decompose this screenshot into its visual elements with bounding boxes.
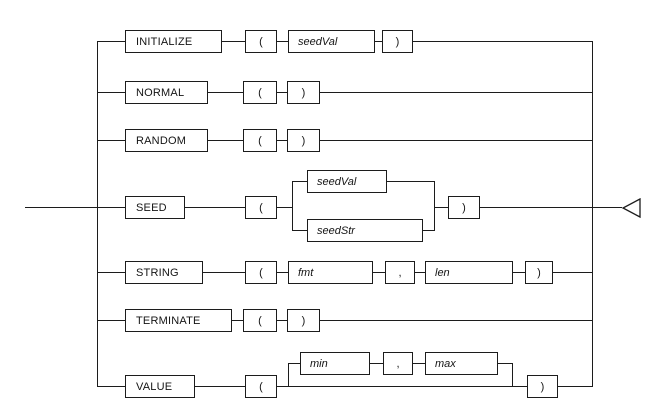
connector-line xyxy=(513,272,525,273)
close-paren-box: ) xyxy=(527,375,558,398)
open-paren-box: ( xyxy=(245,261,277,284)
keyword-box-terminate: TERMINATE xyxy=(125,309,232,332)
option-down-line xyxy=(512,363,513,387)
connector-line xyxy=(413,363,425,364)
connector-line xyxy=(195,386,245,387)
keyword-box-normal: NORMAL xyxy=(125,81,208,104)
connector-line xyxy=(185,207,245,208)
connector-line xyxy=(292,181,307,182)
close-paren-box: ) xyxy=(287,309,320,332)
param-box-seedval: seedVal xyxy=(288,30,375,53)
connector-line xyxy=(370,363,383,364)
connector-line xyxy=(320,140,592,141)
open-paren-box: ( xyxy=(243,129,277,152)
connector-line xyxy=(320,92,592,93)
close-paren-box: ) xyxy=(287,129,320,152)
connector-line xyxy=(97,320,125,321)
connector-line xyxy=(434,207,448,208)
param-box-seedval-alt: seedVal xyxy=(307,170,387,193)
exit-line xyxy=(480,207,622,208)
connector-line xyxy=(97,140,125,141)
comma-box: , xyxy=(383,352,413,375)
entry-line xyxy=(25,207,125,208)
connector-line xyxy=(277,207,293,208)
connector-line xyxy=(277,140,287,141)
connector-line xyxy=(97,92,125,93)
connector-line xyxy=(415,272,425,273)
connector-line xyxy=(558,386,592,387)
close-paren-box: ) xyxy=(525,261,553,284)
param-box-min: min xyxy=(300,352,370,375)
connector-line xyxy=(203,272,245,273)
connector-line xyxy=(288,363,300,364)
alt-merge-line xyxy=(434,181,435,231)
open-paren-box: ( xyxy=(243,81,277,104)
open-paren-box: ( xyxy=(245,30,277,53)
alt-split-line xyxy=(292,181,293,231)
bypass-line xyxy=(277,386,527,387)
comma-box: , xyxy=(385,261,415,284)
right-merge-line xyxy=(592,41,593,387)
connector-line xyxy=(387,181,435,182)
close-paren-box: ) xyxy=(287,81,320,104)
connector-line xyxy=(222,41,245,42)
connector-line xyxy=(277,41,288,42)
connector-line xyxy=(232,320,243,321)
connector-line xyxy=(292,230,307,231)
param-box-seedstr-alt: seedStr xyxy=(307,219,423,242)
connector-line xyxy=(375,41,382,42)
open-paren-box: ( xyxy=(245,196,277,219)
param-box-len: len xyxy=(425,261,513,284)
connector-line xyxy=(413,41,592,42)
keyword-box-string: STRING xyxy=(125,261,203,284)
connector-line xyxy=(97,272,125,273)
end-arrow-icon xyxy=(621,198,641,219)
connector-line xyxy=(498,363,513,364)
connector-line xyxy=(277,92,287,93)
option-up-line xyxy=(288,363,289,387)
keyword-box-random: RANDOM xyxy=(125,129,208,152)
connector-line xyxy=(423,230,435,231)
connector-line xyxy=(208,92,243,93)
open-paren-box: ( xyxy=(245,375,277,398)
connector-line xyxy=(97,41,125,42)
connector-line xyxy=(277,320,287,321)
keyword-box-initialize: INITIALIZE xyxy=(125,30,222,53)
keyword-box-seed: SEED xyxy=(125,196,185,219)
param-box-max: max xyxy=(425,352,498,375)
open-paren-box: ( xyxy=(243,309,277,332)
param-box-fmt: fmt xyxy=(288,261,373,284)
close-paren-box: ) xyxy=(448,196,480,219)
connector-line xyxy=(373,272,385,273)
connector-line xyxy=(553,272,592,273)
connector-line xyxy=(208,140,243,141)
keyword-box-value: VALUE xyxy=(125,375,195,398)
left-branch-line xyxy=(97,41,98,387)
connector-line xyxy=(277,272,288,273)
connector-line xyxy=(320,320,592,321)
close-paren-box: ) xyxy=(382,30,413,53)
connector-line xyxy=(97,386,125,387)
